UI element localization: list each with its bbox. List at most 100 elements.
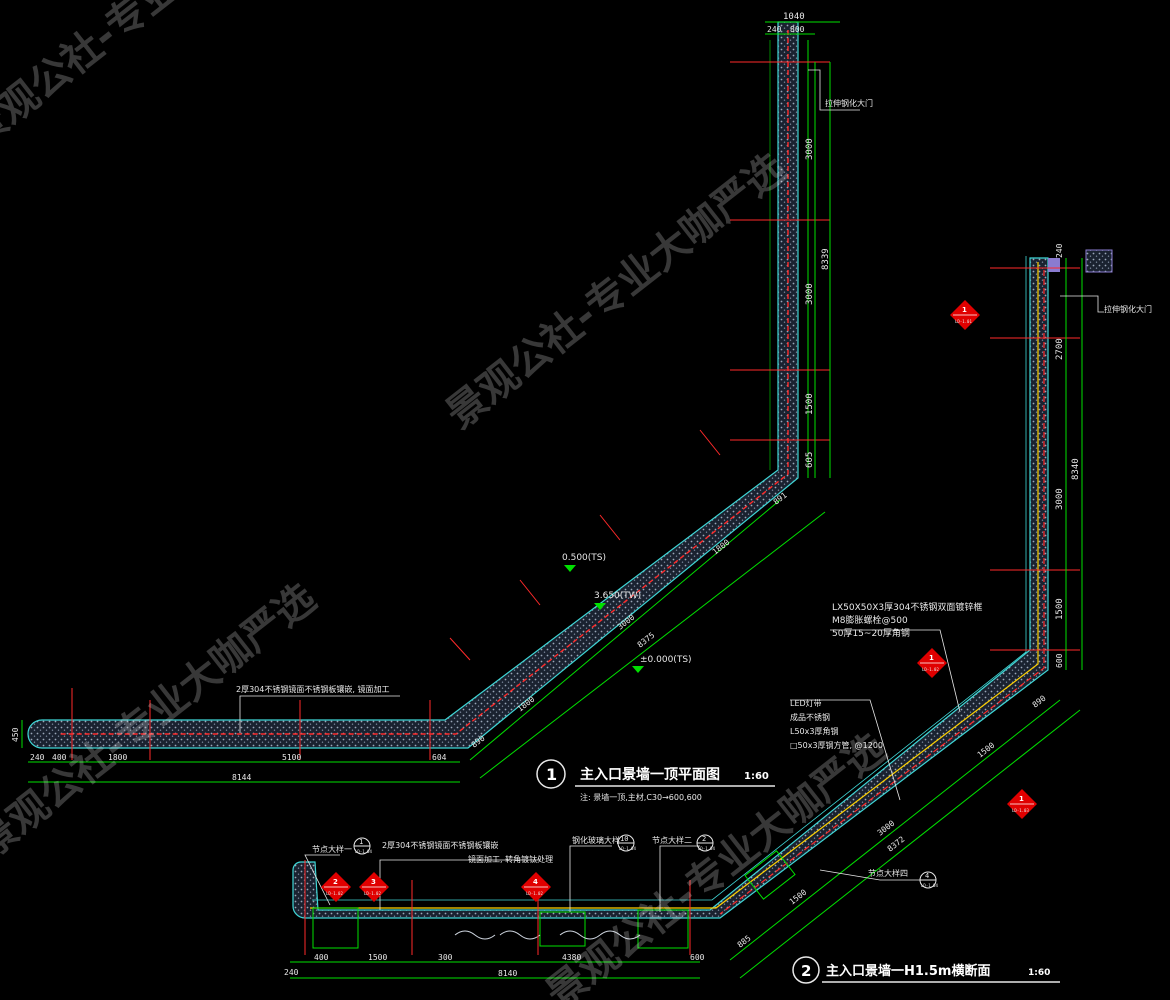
section-symbol-s3: 1 LD-1.03 xyxy=(1007,789,1037,819)
dim-s-d3000: 3000 xyxy=(876,819,897,838)
section-wall-body xyxy=(292,249,1113,919)
drawing1-scale: 1:60 xyxy=(744,771,769,782)
b3-ref: LD-1.02 xyxy=(526,891,543,896)
note-detail2: 节点大样二 xyxy=(652,835,692,845)
b1-ref: LD-1.02 xyxy=(326,891,343,896)
callout-c4: 4 LD-1.04 xyxy=(919,871,938,889)
watermark-2: 景观公社-专业大咖严选 xyxy=(438,145,795,438)
plan-dimension-texts: 1040 240 800 3000 3000 1500 605 8339 240… xyxy=(11,12,831,782)
dim-w450: 450 xyxy=(11,727,20,742)
b1-num: 2 xyxy=(333,878,338,886)
level-3: ±0.000(TS) xyxy=(640,655,692,665)
drawing2-circle xyxy=(792,956,820,984)
dim-v605: 605 xyxy=(805,452,815,468)
note-frame2: M8膨胀螺栓@500 xyxy=(832,614,908,626)
note-steel-top: 2厚304不锈钢镜面不锈钢板镶嵌, 镜面加工 xyxy=(236,684,389,694)
dim-1040: 1040 xyxy=(783,12,805,22)
note-steel-bottom: 2厚304不锈钢镜面不锈钢板镶嵌 xyxy=(382,840,498,850)
drawing1-title-block: 1 主入口景墙一顶平面图 1:60 注: 景墙一顶,主材,C30→600,600 xyxy=(536,759,775,802)
s3-ref: LD-1.03 xyxy=(1012,808,1029,813)
s2-num: 1 xyxy=(929,654,934,662)
callout-c2-num: 10 xyxy=(620,835,628,843)
drawing1-number: 1 xyxy=(546,765,557,784)
dim-800: 800 xyxy=(790,25,805,34)
dim-s-b300: 300 xyxy=(438,953,453,962)
dim-h240: 240 xyxy=(30,753,45,762)
dim-s-b400: 400 xyxy=(314,953,329,962)
drawing2-scale: 1:60 xyxy=(1028,968,1050,978)
dim-s-d885: 885 xyxy=(736,933,753,949)
dim-s-b1500: 1500 xyxy=(368,953,387,962)
note-light1: LED灯带 xyxy=(790,698,822,708)
plan-leaders xyxy=(239,69,860,733)
dim-s-b600: 600 xyxy=(690,953,705,962)
note-light2: 成品不锈钢 xyxy=(790,712,830,722)
dim-s-b4380: 4380 xyxy=(562,953,581,962)
section-symbol-b3: 4 LD-1.02 xyxy=(521,872,551,902)
dim-s-d890: 890 xyxy=(1031,693,1048,709)
note-door-top: 拉伸钢化大门 xyxy=(825,98,873,108)
drawing1-title: 主入口景墙一顶平面图 xyxy=(580,766,720,783)
callout-c3: 2 LD-1.04 xyxy=(696,834,715,852)
dim-v8339: 8339 xyxy=(821,248,831,270)
plan-dimension-lines xyxy=(21,21,840,783)
note-detail-10: 钢化玻璃大样 xyxy=(572,835,620,845)
plan-levels: 0.500(TS) 3.650(TW) ±0.000(TS) xyxy=(562,553,692,673)
dim-v1500: 1500 xyxy=(805,393,815,415)
callout-c1: 1 LD-1.04 xyxy=(353,837,372,855)
dim-s-d1500b: 1500 xyxy=(976,741,997,760)
dim-h1800: 1800 xyxy=(108,753,127,762)
note-light4: □50x3厚钢方管, @1200 xyxy=(790,740,883,750)
dim-s-v3000: 3000 xyxy=(1055,488,1065,510)
callout-c1-ref: LD-1.04 xyxy=(355,849,372,854)
plan-wall-body xyxy=(27,21,809,749)
drawing2-number: 2 xyxy=(801,962,811,980)
dim-d8375: 8375 xyxy=(636,631,657,650)
note-frame1: LX50X50X3厚304不锈钢双面镀锌框 xyxy=(832,601,982,613)
b2-num: 3 xyxy=(371,878,376,886)
note-finish-bottom: 镜面加工, 转角镀钛处理 xyxy=(468,854,553,864)
dim-v3000a: 3000 xyxy=(805,138,815,160)
dim-s-d1500a: 1500 xyxy=(788,888,809,907)
dim-s-v1500: 1500 xyxy=(1055,598,1065,620)
b3-num: 4 xyxy=(533,878,538,886)
detail-callouts: 1 LD-1.04 10 LD-1.04 2 LD-1.04 4 LD-1.04 xyxy=(353,834,938,889)
note-detail4: 节点大样四 xyxy=(868,868,908,878)
watermark-1: 景观公社-专业大咖严选 xyxy=(0,0,314,158)
dim-240: 240 xyxy=(767,25,782,34)
section-symbol-b2: 3 LD-1.02 xyxy=(359,872,389,902)
dim-h5100: 5100 xyxy=(282,753,301,762)
dim-v3000b: 3000 xyxy=(805,283,815,305)
dim-h604: 604 xyxy=(432,753,447,762)
section-inner-pattern xyxy=(454,930,641,940)
level-1: 0.500(TS) xyxy=(562,553,606,563)
dim-s-v600: 600 xyxy=(1055,653,1064,668)
dim-h400: 400 xyxy=(52,753,67,762)
drawing2-title: 主入口景墙一H1.5m横断面 xyxy=(826,963,990,979)
section-dimension-lines xyxy=(290,258,1083,979)
dim-s-b240: 240 xyxy=(284,968,299,977)
section-annotations: 拉伸钢化大门 LX50X50X3厚304不锈钢双面镀锌框 M8膨胀螺栓@500 … xyxy=(312,304,1152,878)
note-door-bottom: 拉伸钢化大门 xyxy=(1104,304,1152,314)
drawing1-remark: 注: 景墙一顶,主材,C30→600,600 xyxy=(580,792,702,802)
section-connector-boxes xyxy=(312,850,796,949)
dim-s-v8340: 8340 xyxy=(1071,458,1081,480)
callout-c3-num: 2 xyxy=(702,835,706,843)
dim-s-v240: 240 xyxy=(1055,243,1064,258)
b2-ref: LD-1.02 xyxy=(364,891,381,896)
s2-ref: LD-1.02 xyxy=(922,667,939,672)
dim-s-v2700: 2700 xyxy=(1055,338,1065,360)
section-symbol-s1: 1 LD-1.01 xyxy=(950,300,980,330)
callout-c2: 10 LD-1.04 xyxy=(617,834,636,852)
s1-ref: LD-1.01 xyxy=(955,319,972,324)
level-2: 3.650(TW) xyxy=(594,591,641,601)
dim-s-d8372: 8372 xyxy=(886,835,907,854)
drawing1-circle xyxy=(536,759,566,789)
callout-c1-num: 1 xyxy=(359,838,363,846)
s3-num: 1 xyxy=(1019,795,1024,803)
plan-red-ticks xyxy=(71,61,830,760)
callout-c4-num: 4 xyxy=(925,872,929,880)
note-light3: L50x3厚角钢 xyxy=(790,726,838,736)
